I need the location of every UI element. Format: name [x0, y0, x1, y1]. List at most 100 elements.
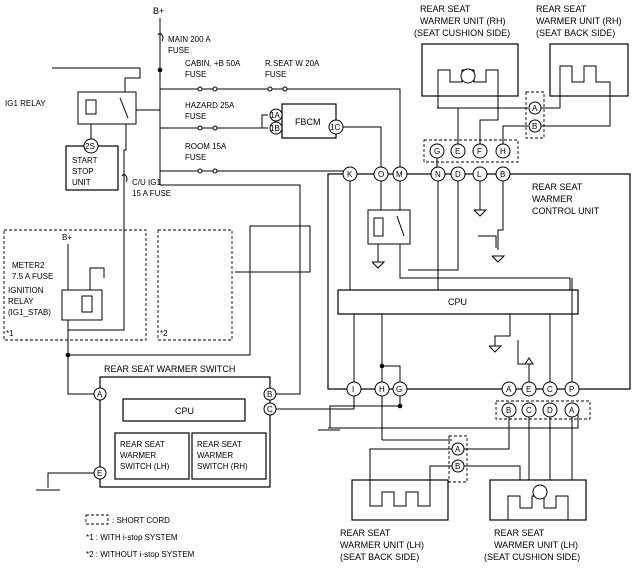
cuig1-fuse-label-2: 15 A FUSE [132, 189, 171, 198]
switch-title: REAR SEAT WARMER SWITCH [104, 364, 235, 374]
cu-pin-o-label: O [378, 170, 384, 179]
lh-wire [429, 465, 452, 480]
cu-relay-switch [396, 215, 405, 237]
start-stop-label-3: UNIT [72, 178, 91, 187]
cu-pin-m-label: M [396, 170, 403, 179]
cu-pin-a-label: A [506, 385, 512, 394]
room-fuse-label-2: FUSE [185, 153, 206, 162]
switch-rh-box [191, 432, 267, 480]
room-fuse-label-1: ROOM 15A [185, 142, 227, 151]
switch-lh-label-1: REAR SEAT [120, 440, 165, 449]
rh-cushion-label-1: REAR SEAT [420, 4, 471, 14]
lh-conn-b-label: B [506, 406, 511, 415]
fbcm-label: FBCM [295, 117, 321, 127]
cu-pin-d-label: D [455, 170, 461, 179]
switch-cpu-box [122, 398, 246, 422]
switch-b-wire [160, 184, 301, 395]
lh-back-box [351, 479, 449, 521]
ign-relay-label-1: IGNITION [8, 286, 44, 295]
mark-1: *1 [6, 329, 14, 338]
cu-relay-coil [373, 217, 384, 237]
fuse-terminal [212, 125, 218, 131]
rh-conn-e-label: E [455, 147, 460, 156]
switch-c-wire [276, 392, 355, 410]
hazard-fuse-label-1: HAZARD 25A [185, 101, 235, 110]
rh-wire [502, 125, 528, 144]
hazard-fuse-label-2: FUSE [185, 112, 206, 121]
cu-triangle [524, 357, 534, 365]
rh-back-conn-a-label: A [532, 104, 538, 113]
ig1-relay-box [77, 91, 137, 125]
switch-ground-wire [47, 472, 94, 488]
rh-wire [479, 96, 499, 144]
fuse-terminal [197, 168, 203, 174]
cu-internal-wire [408, 181, 459, 271]
ign-relay-label-2: RELAY [8, 297, 34, 306]
cuig1-fuse-label-1: C/U IG1 [132, 178, 161, 187]
rh-cushion-label-3: (SEAT CUSHION SIDE) [414, 28, 510, 38]
fbcm-pin-1c-label: 1C [330, 123, 340, 132]
fuse-terminal [197, 86, 203, 92]
start-stop-pin-label: 2S [85, 142, 95, 151]
cu-pin-h-label: H [379, 385, 385, 394]
ig1-relay-label: IG1 RELAY [5, 99, 46, 108]
cu-cpu-label: CPU [448, 297, 467, 307]
cu-pin-e-label: E [526, 385, 531, 394]
lh-back-label-3: (SEAT BACK SIDE) [340, 552, 419, 562]
switch-pin-a-label: A [97, 390, 103, 399]
control-unit-label-1: REAR SEAT [532, 182, 583, 192]
cu-transistor-2 [517, 340, 527, 365]
lh-conn-c-label: C [526, 406, 532, 415]
fuse-terminal [282, 86, 288, 92]
short-cord-rh [423, 139, 519, 163]
cu-ground-symbol [491, 255, 506, 263]
short-cord-lh-back [448, 435, 468, 483]
cu-pin-n-label: N [435, 170, 441, 179]
cuig1-fuse-symbol [121, 174, 128, 183]
switch-pin-c-label: C [267, 405, 273, 414]
cu-ground-wire [328, 412, 579, 429]
lh-cushion-label-3: (SEAT CUSHION SIDE) [484, 552, 580, 562]
cabin-fuse-label-1: CABIN. +B 50A [185, 59, 241, 68]
meter2-fuse-label-1: METER2 [12, 261, 45, 270]
cu-g-out-wire [329, 396, 401, 428]
cabin-fuse-label-2: FUSE [185, 70, 206, 79]
lh-cushion-label-2: WARMER UNIT (LH) [494, 540, 578, 550]
with-istop-region [3, 229, 147, 341]
cu-pin-l-label: L [477, 170, 482, 179]
switch-pin-b-label: B [267, 390, 272, 399]
legend-short-cord-swatch [85, 514, 109, 525]
lh-cushion-label-1: REAR SEAT [494, 528, 545, 538]
switch-pin-a [93, 387, 107, 401]
relay-ground-wire [124, 68, 141, 92]
lh-wire [464, 465, 521, 480]
legend-item-2: *2 : WITHOUT i-stop SYSTEM [86, 550, 195, 559]
ign-relay-coil [81, 295, 93, 313]
switch-cpu-label: CPU [175, 406, 194, 416]
lh-back-conn-a-label: A [455, 445, 461, 454]
lh-conn-d-label: D [547, 406, 553, 415]
fuse-terminal [197, 125, 203, 131]
cu-pin-c-label: C [547, 385, 553, 394]
fuse-terminal [212, 86, 218, 92]
rh-cushion-thermistor [460, 68, 476, 84]
switch-lh-label-2: WARMER [120, 451, 156, 460]
control-unit-label-3: CONTROL UNIT [532, 206, 600, 216]
start-stop-label-2: STOP [72, 167, 94, 176]
rh-wire [437, 96, 459, 144]
rh-conn-g-label: G [434, 147, 440, 156]
cu-pin-p-label: P [569, 385, 574, 394]
lh-back-heater [369, 480, 431, 507]
rh-cushion-label-2: WARMER UNIT (RH) [420, 16, 506, 26]
rh-back-wire [541, 96, 611, 127]
cu-internal-wire [494, 314, 511, 346]
switch-pin-e-label: E [97, 469, 102, 478]
rh-back-label-3: (SEAT BACK SIDE) [536, 28, 615, 38]
rh-back-conn-b-label: B [532, 122, 537, 131]
cu-pin-k-label: K [347, 170, 353, 179]
start-stop-label-1: START [72, 156, 98, 165]
lh-cushion-thermistor [532, 484, 548, 500]
bplus2-label: B+ [62, 233, 72, 242]
main-fuse-symbol [157, 33, 164, 42]
